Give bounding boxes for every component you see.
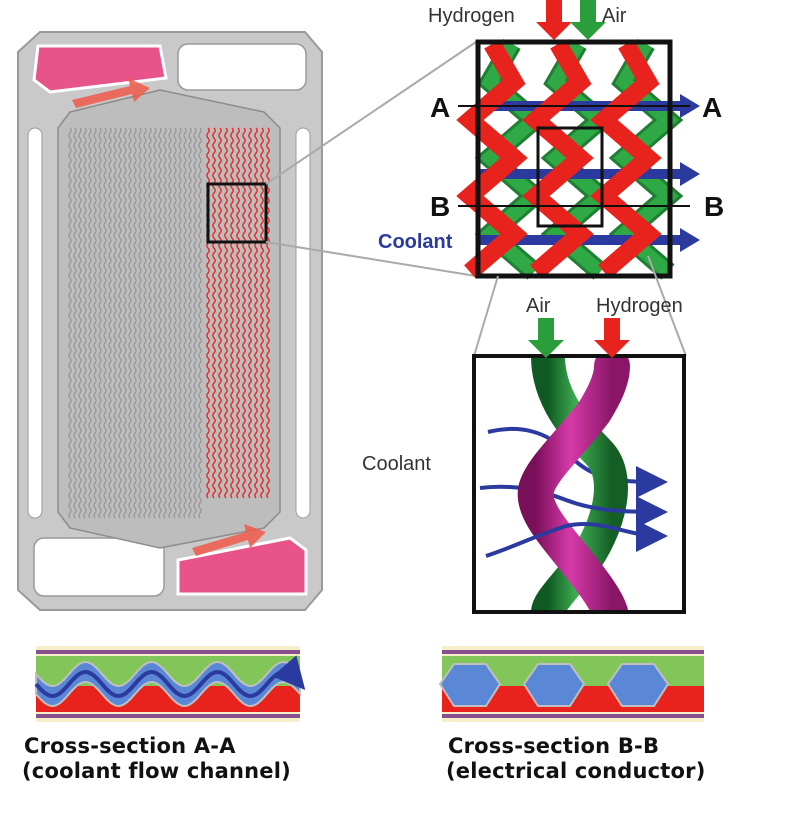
flow-channel bbox=[118, 127, 122, 519]
section-b-right-label: B bbox=[704, 191, 724, 222]
flow-channel bbox=[153, 127, 157, 519]
hydrogen-channel bbox=[254, 127, 258, 499]
flow-channel bbox=[168, 127, 172, 519]
hydrogen-channel bbox=[242, 127, 246, 499]
bipolar-plate bbox=[17, 31, 323, 611]
section-b-left-label: B bbox=[430, 191, 450, 222]
flow-channel bbox=[193, 127, 197, 519]
hydrogen-outlet-manifold bbox=[176, 536, 308, 596]
flow-channel bbox=[128, 127, 132, 519]
bb-coolant-cell bbox=[522, 663, 586, 707]
hydrogen-tube bbox=[517, 358, 630, 610]
flow-channel bbox=[178, 127, 182, 519]
zoom-line-top bbox=[265, 41, 477, 185]
hydrogen-channel bbox=[236, 127, 240, 499]
flow-channel bbox=[158, 127, 162, 519]
hydrogen-3d-label: Hydrogen bbox=[596, 295, 683, 317]
flow-channel bbox=[163, 127, 167, 519]
air-inlet-arrow bbox=[570, 0, 606, 40]
flow-channel bbox=[138, 127, 142, 519]
hydrogen-channels-highlight bbox=[206, 127, 270, 499]
channel-weave-diagram: A A B B Coolant Hydrogen Air bbox=[378, 0, 724, 280]
air-channels bbox=[474, 38, 684, 280]
air-channel-highlight bbox=[479, 40, 545, 278]
flow-channel bbox=[188, 127, 192, 519]
cross-section-aa bbox=[34, 646, 306, 722]
coolant-slot-right bbox=[295, 127, 311, 519]
coolant-label: Coolant bbox=[378, 231, 453, 253]
hydrogen-channel bbox=[260, 127, 264, 499]
coolant-stream-2 bbox=[479, 484, 668, 528]
inlet-flow-arrow bbox=[72, 78, 150, 108]
hydrogen-channel bbox=[218, 127, 222, 499]
flow-channel bbox=[173, 127, 177, 519]
detail-box-inner bbox=[536, 126, 604, 228]
hydrogen-channels bbox=[456, 39, 662, 279]
flow-channel bbox=[103, 127, 107, 519]
flow-channel bbox=[73, 127, 77, 519]
hydrogen-3d-arrow bbox=[594, 318, 630, 358]
caption-aa-title: Cross-section A-A bbox=[24, 734, 236, 758]
zoom-line-3d-right bbox=[647, 255, 687, 357]
coolant-3d-label: Coolant bbox=[362, 453, 431, 475]
flow-channel bbox=[183, 127, 187, 519]
air-3d-label: Air bbox=[526, 295, 551, 317]
bb-coolant-cells bbox=[438, 663, 670, 707]
caption-bb: Cross-section B-B (electrical conductor) bbox=[446, 734, 706, 784]
caption-bb-subtitle: (electrical conductor) bbox=[446, 759, 706, 784]
section-a-left-label: A bbox=[430, 92, 450, 123]
hydrogen-channel bbox=[248, 127, 252, 499]
air-tube bbox=[531, 358, 628, 610]
caption-aa-subtitle: (coolant flow channel) bbox=[22, 759, 291, 784]
hydrogen-channel bbox=[266, 127, 270, 499]
hydrogen-channel bbox=[522, 39, 594, 279]
flow-channel bbox=[108, 127, 112, 519]
outlet-flow-arrow bbox=[192, 524, 266, 556]
flow-channel bbox=[93, 127, 97, 519]
hydrogen-channel bbox=[212, 127, 216, 499]
coolant-arrowhead bbox=[680, 228, 700, 252]
flow-channel bbox=[123, 127, 127, 519]
hydrogen-channel bbox=[230, 127, 234, 499]
hydrogen-channel bbox=[456, 39, 528, 279]
flow-channel bbox=[198, 127, 202, 519]
coolant-stream-3 bbox=[485, 519, 668, 558]
air-channel-highlight bbox=[613, 40, 679, 278]
channel-3d-detail: Air Hydrogen Coolant bbox=[362, 295, 686, 614]
flow-channel bbox=[133, 127, 137, 519]
coolant-arrowhead bbox=[680, 162, 700, 186]
section-a-right-label: A bbox=[702, 92, 722, 123]
flow-channel bbox=[83, 127, 87, 519]
coolant-slot-left bbox=[27, 127, 43, 519]
zoom-line-3d-left bbox=[473, 275, 499, 357]
air-inlet-manifold bbox=[177, 43, 307, 91]
flow-channel bbox=[148, 127, 152, 519]
hydrogen-inlet-label: Hydrogen bbox=[428, 5, 515, 27]
bb-coolant-cell bbox=[606, 663, 670, 707]
air-3d-arrow bbox=[528, 318, 564, 358]
flow-channels bbox=[68, 127, 202, 519]
caption-bb-title: Cross-section B-B bbox=[448, 734, 660, 758]
cross-section-bb bbox=[438, 646, 704, 722]
hydrogen-channel bbox=[224, 127, 228, 499]
flow-channel bbox=[143, 127, 147, 519]
detail-region-box bbox=[206, 182, 268, 244]
air-outlet-manifold bbox=[33, 537, 165, 597]
flow-channel bbox=[98, 127, 102, 519]
flow-channel bbox=[78, 127, 82, 519]
flow-channel bbox=[113, 127, 117, 519]
hydrogen-channel bbox=[590, 39, 662, 279]
caption-aa: Cross-section A-A (coolant flow channel) bbox=[22, 734, 291, 784]
bb-coolant-cell bbox=[438, 663, 502, 707]
zoom-line-bottom bbox=[265, 241, 477, 277]
flow-channel bbox=[88, 127, 92, 519]
air-channel-highlight bbox=[545, 40, 611, 278]
hydrogen-inlet-arrow bbox=[536, 0, 572, 40]
air-inlet-label: Air bbox=[602, 5, 627, 27]
flow-channel bbox=[68, 127, 72, 519]
aa-coolant-arrow bbox=[34, 655, 306, 699]
